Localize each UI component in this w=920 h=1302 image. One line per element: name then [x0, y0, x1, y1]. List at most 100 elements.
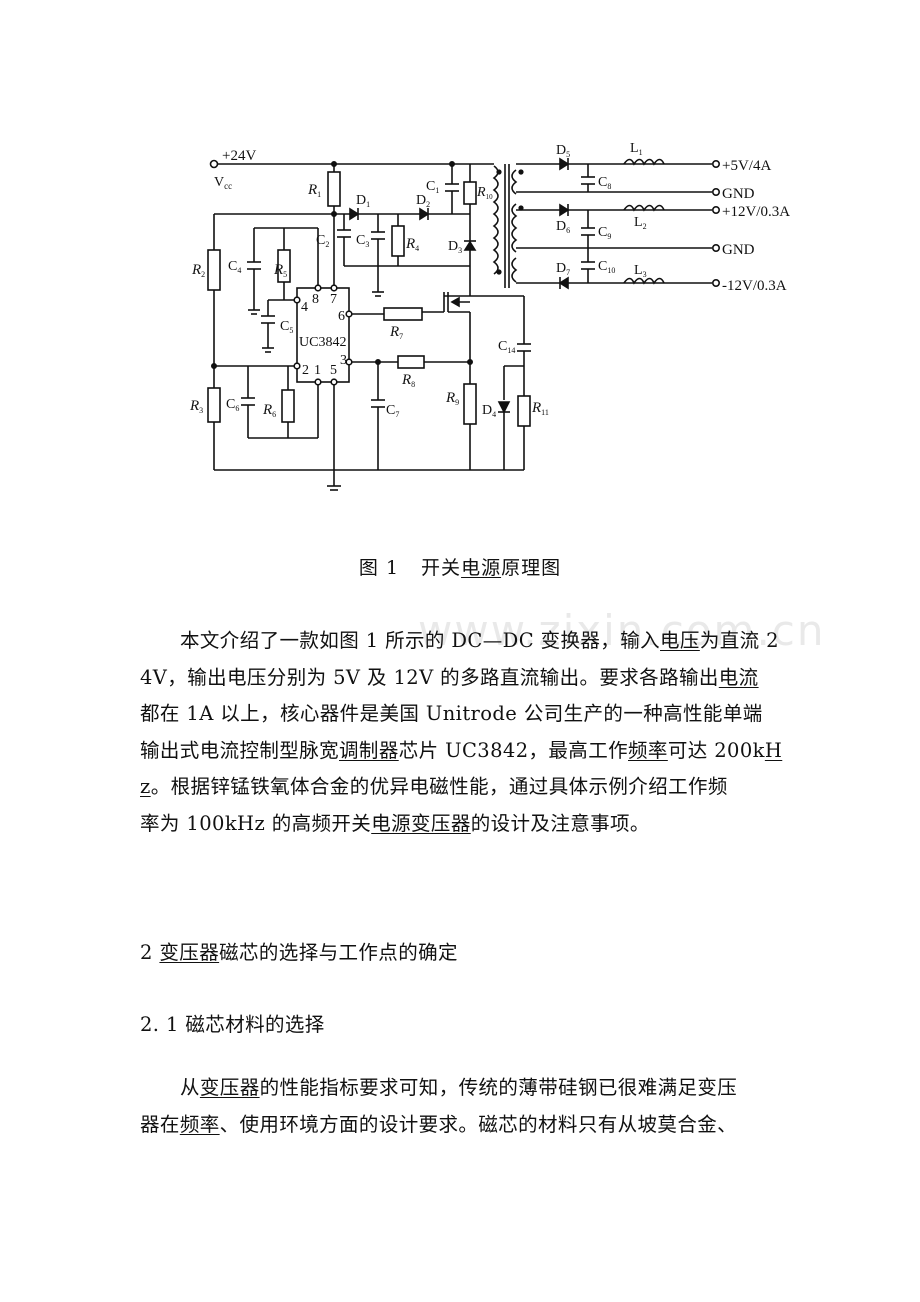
r7-label: R: [389, 324, 399, 340]
section-heading-2: 2 变压器磁芯的选择与工作点的确定: [140, 941, 458, 964]
r4-label: R: [405, 236, 415, 252]
svg-text:D4: D4: [482, 403, 496, 419]
svg-text:R11: R11: [531, 400, 549, 417]
d4-label: D: [482, 403, 492, 418]
c1-label: C: [426, 179, 435, 194]
d5-label: D: [556, 143, 566, 158]
gnd2-label: GND: [722, 242, 755, 258]
r6-label: R: [262, 402, 272, 418]
r8-label: R: [401, 372, 411, 388]
output-neg12v-label: -12V/0.3A: [722, 278, 787, 294]
svg-text:Vcc: Vcc: [214, 175, 232, 191]
l1-label: L: [630, 141, 639, 156]
pin8-label: 8: [312, 292, 319, 307]
figure-number: 图 1: [358, 557, 400, 579]
link-frequency[interactable]: 频率: [628, 738, 668, 762]
output-5v-label: +5V/4A: [722, 158, 771, 174]
link-transformer-2[interactable]: 变压器: [199, 1076, 260, 1099]
svg-text:D5: D5: [556, 143, 570, 159]
vcc-label: V: [214, 175, 224, 190]
pin3-label: 3: [340, 353, 347, 368]
l2-label: L: [634, 215, 643, 230]
paragraph-core-material: 从变压器的性能指标要求可知，传统的薄带硅钢已很难满足变压 器在频率、使用环境方面…: [140, 1076, 738, 1136]
svg-text:R8: R8: [401, 372, 415, 389]
svg-text:C2: C2: [316, 233, 329, 249]
link-voltage[interactable]: 电压: [660, 629, 700, 652]
vin-label: +24V: [222, 148, 256, 164]
pin2-label: 2: [302, 363, 309, 378]
svg-text:D6: D6: [556, 219, 570, 235]
gnd1-label: GND: [722, 186, 755, 202]
pin7-label: 7: [330, 292, 337, 307]
svg-text:D3: D3: [448, 239, 462, 255]
svg-text:R5: R5: [273, 262, 287, 279]
svg-text:R4: R4: [405, 236, 419, 253]
r11-label: R: [531, 400, 541, 416]
svg-text:C5: C5: [280, 319, 293, 335]
pin1-label: 1: [314, 363, 321, 378]
c3-label: C: [356, 233, 365, 248]
svg-text:D7: D7: [556, 261, 570, 277]
c2-label: C: [316, 233, 325, 248]
chip-label: UC3842: [299, 335, 346, 350]
output-12v-label: +12V/0.3A: [722, 204, 790, 220]
r3-label: R: [189, 398, 199, 414]
r1-label: R: [307, 182, 317, 198]
svg-text:R10: R10: [476, 185, 493, 201]
link-current[interactable]: 电流: [718, 665, 759, 689]
svg-text:R6: R6: [262, 402, 276, 419]
l3-label: L: [634, 263, 643, 278]
svg-text:R9: R9: [445, 390, 459, 407]
d7-label: D: [556, 261, 566, 276]
svg-text:L1: L1: [630, 141, 643, 157]
svg-text:R1: R1: [307, 182, 321, 199]
link-power-supply[interactable]: 电源: [461, 557, 502, 579]
pin4-label: 4: [301, 300, 308, 315]
svg-text:L3: L3: [634, 263, 647, 279]
link-hz-a[interactable]: H: [764, 738, 783, 762]
svg-text:R7: R7: [389, 324, 403, 341]
c10-label: C: [598, 259, 607, 274]
watermark: www.zixin.com.cn: [418, 606, 826, 655]
link-hz-b[interactable]: z: [140, 775, 151, 798]
svg-text:D1: D1: [356, 193, 370, 209]
c9-label: C: [598, 225, 607, 240]
pin5-label: 5: [330, 363, 337, 378]
svg-text:C8: C8: [598, 175, 611, 191]
svg-text:D2: D2: [416, 193, 430, 209]
svg-text:C7: C7: [386, 403, 399, 419]
d6-label: D: [556, 219, 566, 234]
link-power-transformer[interactable]: 电源变压器: [371, 811, 471, 835]
svg-text:C4: C4: [228, 259, 241, 275]
r9-label: R: [445, 390, 455, 406]
svg-text:C1: C1: [426, 179, 439, 195]
d2-label: D: [416, 193, 426, 208]
r5-label: R: [273, 262, 283, 278]
r10-label: R: [476, 185, 486, 200]
link-modulator[interactable]: 调制器: [339, 738, 399, 762]
section-heading-2-1: 2. 1 磁芯材料的选择: [140, 1013, 325, 1036]
svg-text:C6: C6: [226, 397, 239, 413]
d1-label: D: [356, 193, 366, 208]
link-frequency-2[interactable]: 频率: [179, 1112, 220, 1136]
svg-text:R2: R2: [191, 262, 205, 279]
svg-text:L2: L2: [634, 215, 647, 231]
c8-label: C: [598, 175, 607, 190]
d3-label: D: [448, 239, 458, 254]
c4-label: C: [228, 259, 237, 274]
svg-text:C14: C14: [498, 339, 515, 355]
paragraph-intro: 本文介绍了一款如图 1 所示的 DC—DC 变换器，输入电压为直流 2 4V，输…: [140, 629, 783, 835]
c7-label: C: [386, 403, 395, 418]
pin6-label: 6: [338, 309, 345, 324]
c6-label: C: [226, 397, 235, 412]
svg-text:C9: C9: [598, 225, 611, 241]
svg-text:R3: R3: [189, 398, 203, 415]
r2-label: R: [191, 262, 201, 278]
circuit-schematic: +24V Vcc R1 R2 R3 R4 R5 R6 R7 R8 R9 R10 …: [189, 141, 790, 491]
c14-label: C: [498, 339, 507, 354]
svg-text:C10: C10: [598, 259, 615, 275]
svg-text:C3: C3: [356, 233, 369, 249]
link-transformer[interactable]: 变压器: [159, 941, 220, 964]
c5-label: C: [280, 319, 289, 334]
